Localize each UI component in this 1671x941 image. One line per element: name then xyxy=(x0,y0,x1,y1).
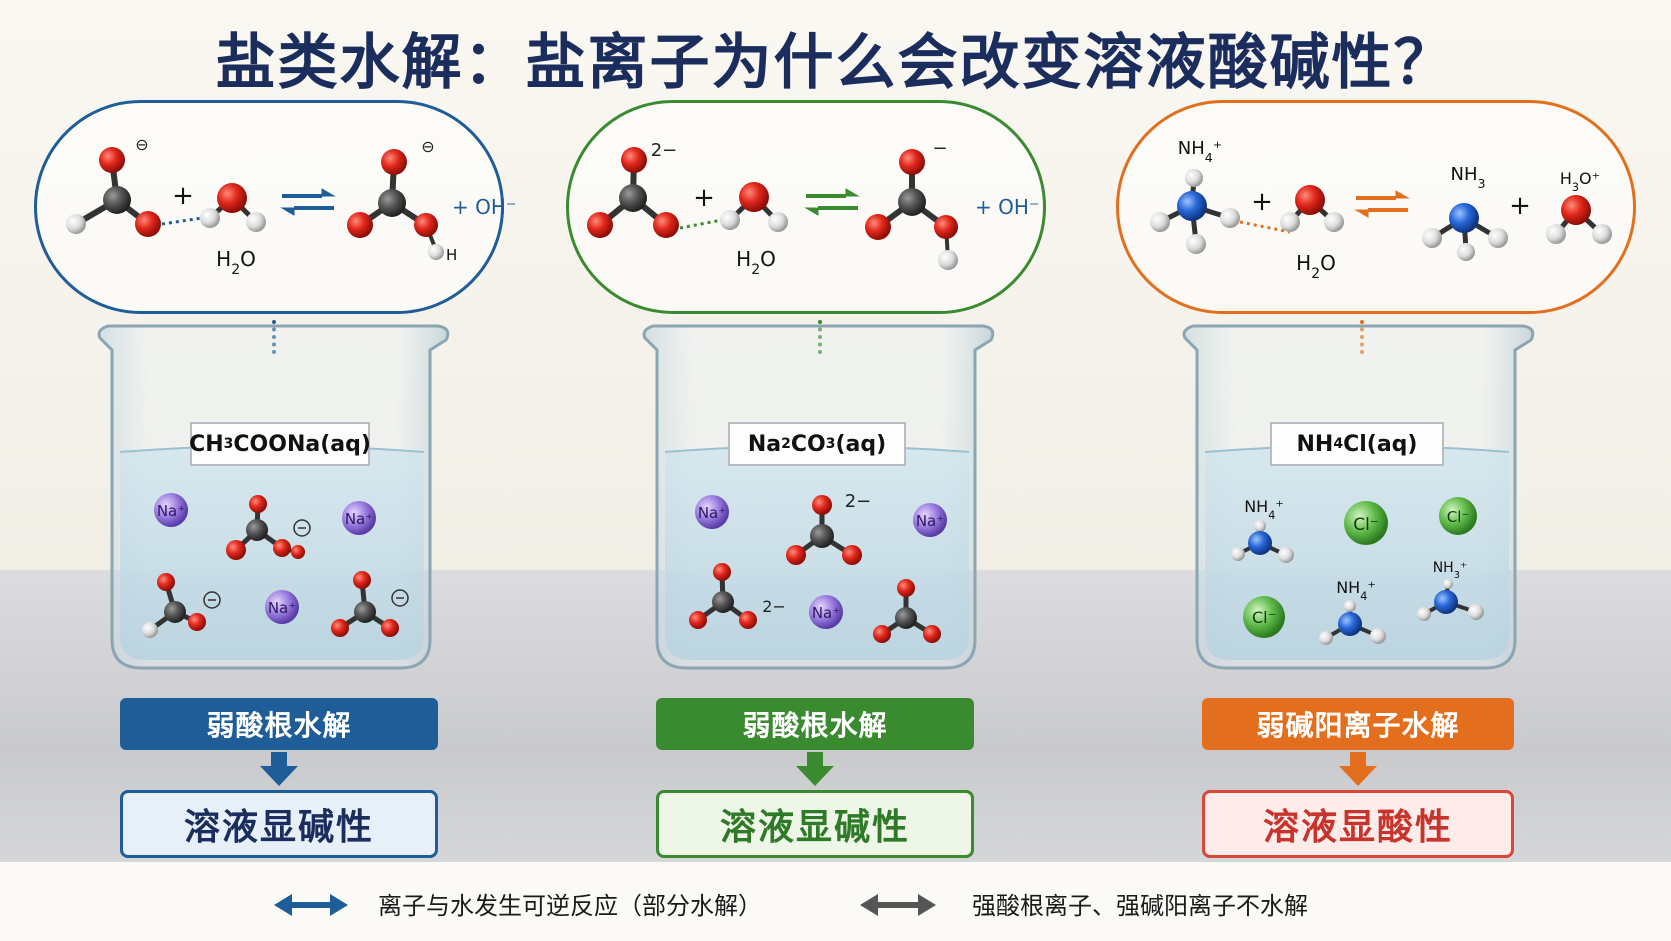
ammonia-molecule xyxy=(1422,203,1508,261)
svg-text:Na⁺: Na⁺ xyxy=(345,510,373,528)
process-acetate: 弱酸根水解 xyxy=(120,698,438,750)
result-ammonium: 溶液显酸性 xyxy=(1202,790,1514,858)
water-molecule xyxy=(720,182,788,232)
product-charge: ⊖ xyxy=(421,137,434,156)
svg-text:Cl⁻: Cl⁻ xyxy=(1353,515,1379,535)
hydroxide-label: + OH⁻ xyxy=(452,195,516,219)
page-title: 盐类水解：盐离子为什么会改变溶液酸碱性？ xyxy=(215,28,1456,98)
product-charge: − xyxy=(932,138,947,159)
ammonium-molecule xyxy=(1150,169,1240,254)
na-ion: Na⁺ xyxy=(154,493,188,527)
plus-sign: + xyxy=(693,183,715,213)
svg-text:Cl⁻: Cl⁻ xyxy=(1447,508,1470,526)
acetate-ion-molecule xyxy=(66,147,161,237)
na-ion: Na⁺ xyxy=(695,495,729,529)
legend-no-hydrolysis-arrow xyxy=(860,894,936,916)
carbonate-ion xyxy=(786,495,862,565)
legend-reversible-arrow xyxy=(274,894,348,916)
carbonate-ion-molecule xyxy=(587,147,679,238)
svg-text:Na⁺: Na⁺ xyxy=(916,512,944,530)
equilibrium-arrow-green xyxy=(804,187,860,217)
bicarbonate-molecule xyxy=(865,149,958,270)
process-ammonium: 弱碱阳离子水解 xyxy=(1202,698,1514,750)
ammonia-label: NH3 xyxy=(1450,164,1485,191)
hydroxide-label: + OH⁻ xyxy=(975,195,1039,219)
carbonate-charge: 2− xyxy=(651,140,678,161)
water-label: H2O xyxy=(1296,251,1336,282)
svg-text:Na⁺: Na⁺ xyxy=(268,599,296,617)
na-ion: Na⁺ xyxy=(342,501,376,535)
result-acetate: 溶液显碱性 xyxy=(120,790,438,858)
acetate-charge: ⊖ xyxy=(135,135,148,154)
hydronium-molecule xyxy=(1546,195,1612,244)
carbonate-charge: 2− xyxy=(845,491,872,512)
equilibrium-arrow-orange xyxy=(1354,189,1410,219)
carbonate-ion xyxy=(689,563,757,629)
equilibrium-arrow-blue xyxy=(280,187,336,217)
ammonium-label: NH3⁺ xyxy=(1433,560,1468,581)
legend-bar xyxy=(0,862,1671,941)
na-ion: Na⁺ xyxy=(265,590,299,624)
acetate-ion xyxy=(142,573,221,638)
ammonium-label: NH4⁺ xyxy=(1336,578,1376,603)
water-label: H2O xyxy=(736,247,776,278)
ammonium-label: NH4⁺ xyxy=(1178,138,1223,165)
svg-text:Na⁺: Na⁺ xyxy=(812,604,840,622)
process-carbonate: 弱酸根水解 xyxy=(656,698,974,750)
result-carbonate: 溶液显碱性 xyxy=(656,790,974,858)
legend-reversible-text: 离子与水发生可逆反应（部分水解） xyxy=(378,892,762,920)
chloride-ion: Cl⁻ xyxy=(1243,596,1285,638)
carbonate-charge: 2− xyxy=(762,597,786,616)
svg-text:Cl⁻: Cl⁻ xyxy=(1252,608,1276,627)
water-molecule xyxy=(200,183,266,232)
carbonate-ion xyxy=(873,579,941,643)
na-ion: Na⁺ xyxy=(913,503,947,537)
svg-text:Na⁺: Na⁺ xyxy=(157,502,185,520)
acetate-ion xyxy=(331,571,409,637)
water-label: H2O xyxy=(216,247,256,278)
hydronium-label: H3O⁺ xyxy=(1560,169,1600,194)
plus-sign: + xyxy=(1251,187,1273,217)
na-ion: Na⁺ xyxy=(809,595,843,629)
product-h-label: H xyxy=(446,246,457,264)
svg-text:Na⁺: Na⁺ xyxy=(698,504,726,522)
acetate-ion xyxy=(226,495,311,560)
chloride-ion: Cl⁻ xyxy=(1344,501,1388,545)
ammonium-ion xyxy=(1417,579,1484,621)
plus-sign: + xyxy=(172,181,194,211)
ammonium-ion xyxy=(1231,520,1294,563)
chloride-ion: Cl⁻ xyxy=(1439,497,1477,535)
ammonium-label: NH4⁺ xyxy=(1244,497,1284,522)
ammonium-ion xyxy=(1319,600,1386,645)
acetic-acid-molecule xyxy=(347,149,444,260)
plus-sign: + xyxy=(1509,191,1531,221)
water-molecule xyxy=(1280,185,1344,232)
legend-no-hydrolysis-text: 强酸根离子、强碱阳离子不水解 xyxy=(972,892,1308,920)
